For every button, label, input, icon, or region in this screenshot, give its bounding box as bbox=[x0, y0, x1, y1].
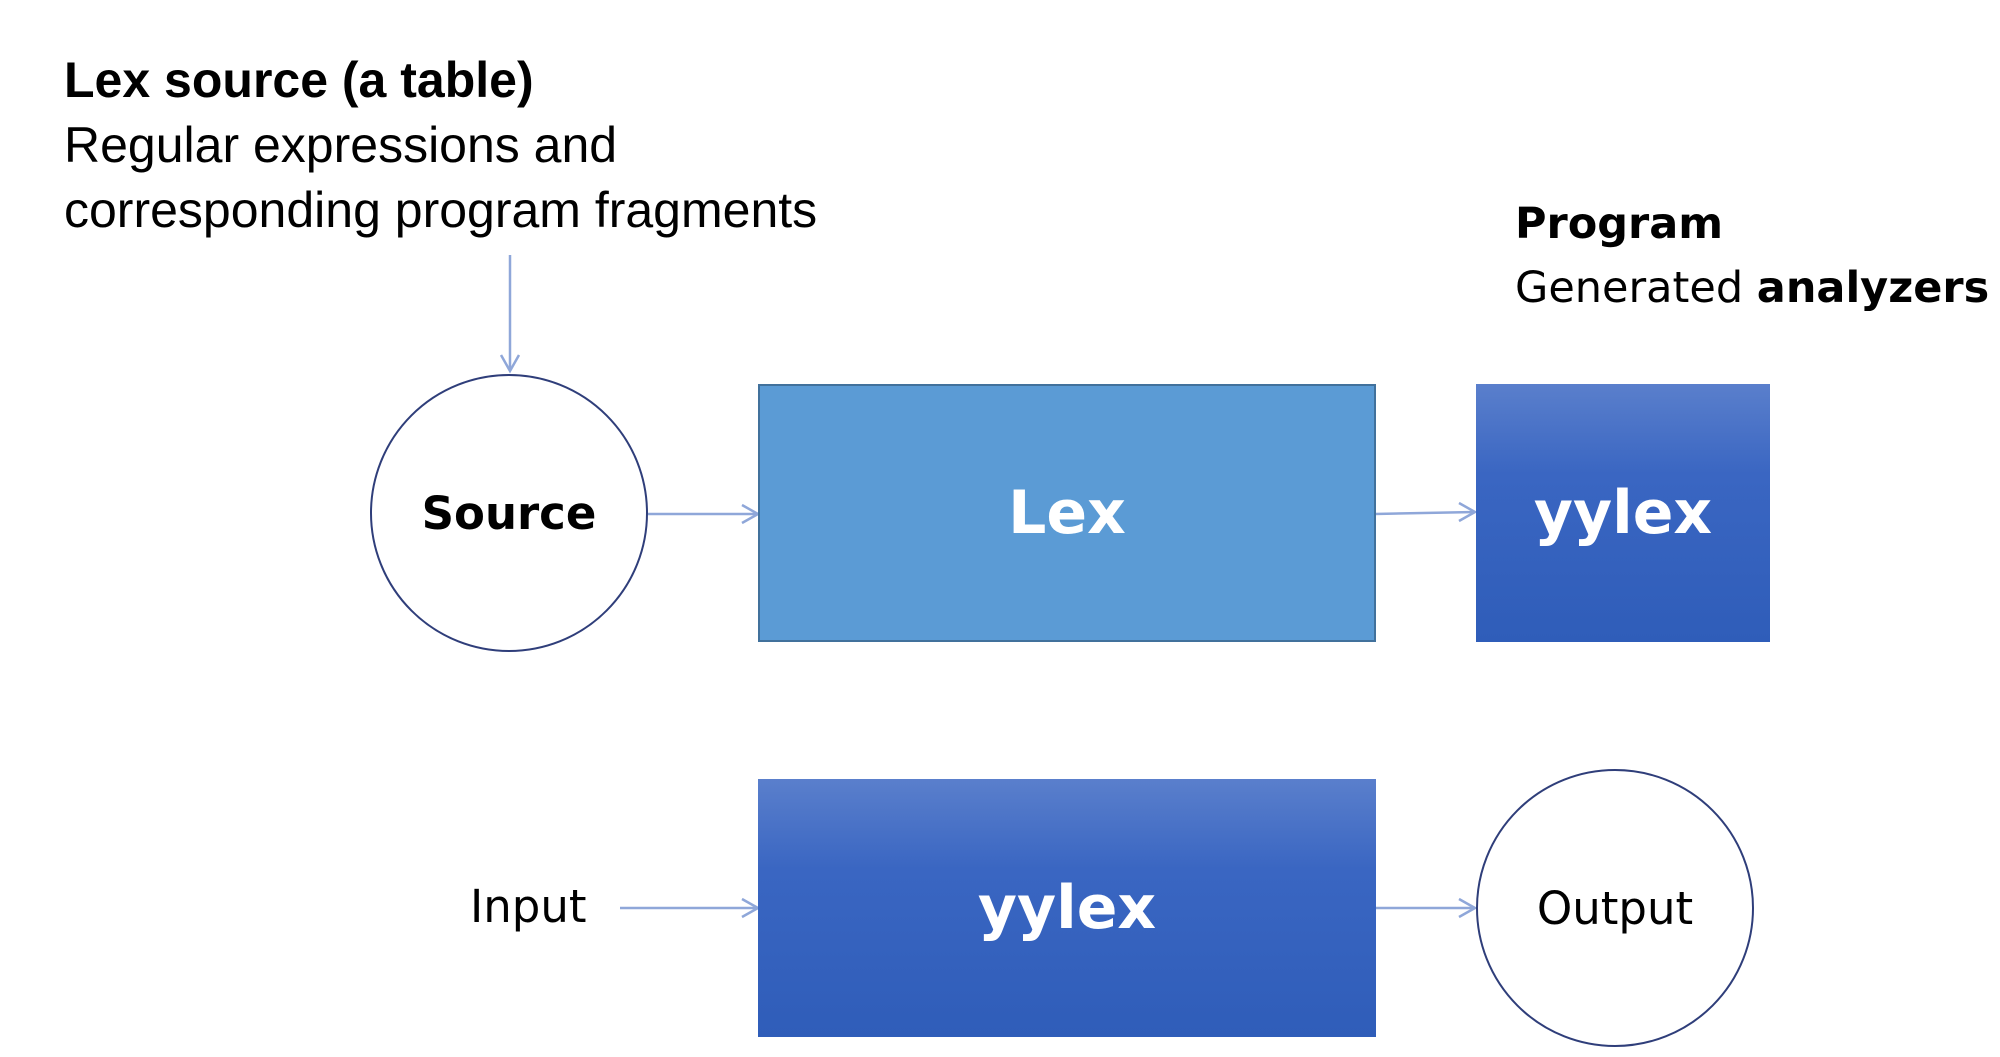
program-note-bold: analyzers bbox=[1756, 263, 1990, 313]
input-label: Input bbox=[470, 880, 587, 933]
program-note-prefix: Generated bbox=[1515, 263, 1757, 313]
lex-node-label: Lex bbox=[1008, 478, 1126, 548]
arrow-lex-to-yylex bbox=[1374, 510, 1476, 516]
output-node: Output bbox=[1476, 769, 1754, 1047]
lex-source-note-title: Lex source (a table) bbox=[64, 52, 534, 108]
lex-source-note: Lex source (a table) Regular expressions… bbox=[64, 48, 817, 243]
lex-node: Lex bbox=[758, 384, 1376, 642]
lex-source-note-line2: corresponding program fragments bbox=[64, 182, 818, 238]
yylex-analyzer-node-label: yylex bbox=[977, 873, 1157, 943]
arrowhead-note-to-source bbox=[499, 354, 521, 374]
source-node-label: Source bbox=[421, 486, 597, 540]
program-note: Program Generated analyzers bbox=[1515, 192, 1989, 320]
source-node: Source bbox=[370, 374, 648, 652]
program-note-line2: Generated analyzers bbox=[1515, 256, 1989, 320]
yylex-program-node: yylex bbox=[1476, 384, 1770, 642]
yylex-analyzer-node: yylex bbox=[758, 779, 1376, 1037]
output-node-label: Output bbox=[1536, 881, 1694, 935]
lex-source-note-line1: Regular expressions and bbox=[64, 117, 618, 173]
yylex-program-node-label: yylex bbox=[1533, 478, 1713, 548]
program-note-title: Program bbox=[1515, 199, 1724, 249]
arrowhead-yylex-to-output bbox=[1458, 897, 1478, 919]
arrowhead-lex-to-yylex bbox=[1458, 501, 1478, 523]
